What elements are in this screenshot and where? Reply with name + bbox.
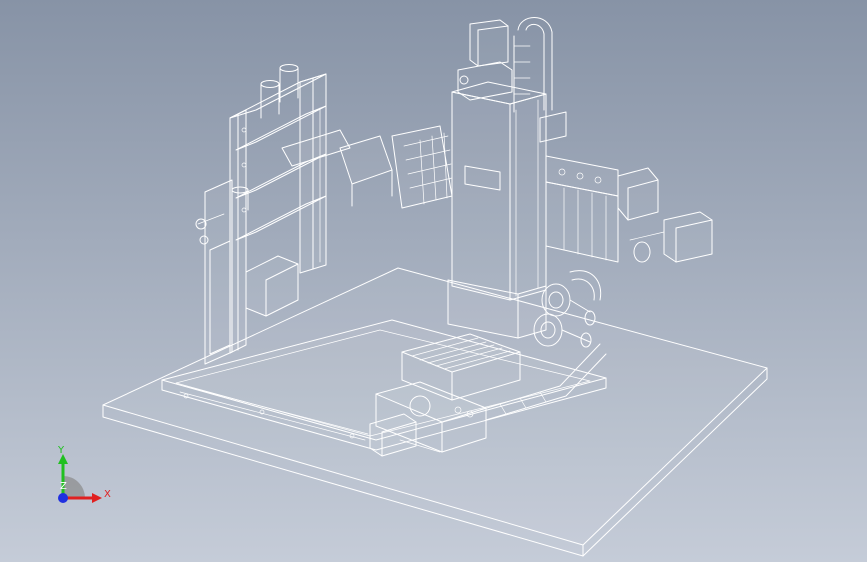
y-axis-label: Y bbox=[57, 445, 65, 456]
left-tower bbox=[195, 64, 327, 365]
triad-arc bbox=[63, 476, 85, 498]
y-module bbox=[545, 155, 713, 263]
y-axis-arrowhead bbox=[58, 454, 68, 464]
x-axis-arrowhead bbox=[92, 493, 102, 503]
x-carriage bbox=[369, 270, 607, 457]
axis-triad: Y X Z bbox=[57, 445, 111, 503]
cross-arm bbox=[281, 125, 453, 209]
z-column bbox=[451, 17, 567, 301]
base-plate bbox=[102, 267, 768, 557]
x-axis-label: X bbox=[104, 489, 111, 500]
z-axis-label: Z bbox=[60, 481, 67, 492]
z-axis-dot bbox=[58, 493, 68, 503]
